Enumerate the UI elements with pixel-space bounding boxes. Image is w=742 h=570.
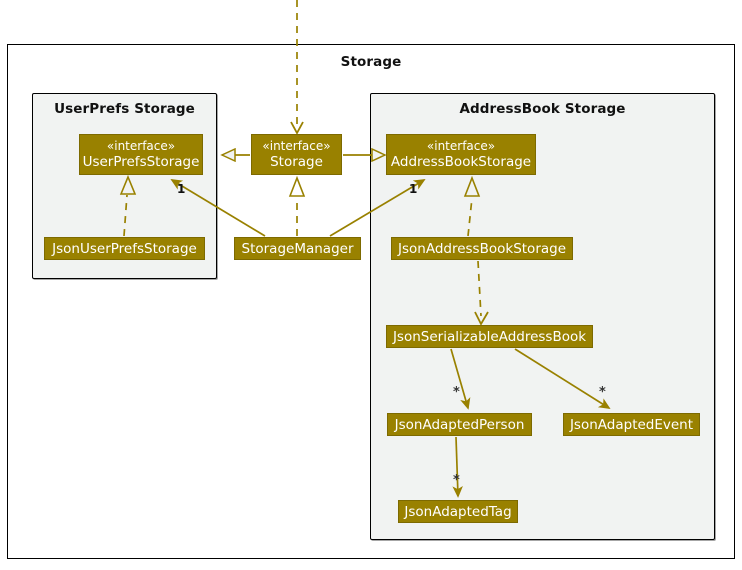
class-jsonaddressbookstorage[interactable]: JsonAddressBookStorage: [391, 237, 573, 260]
multiplicity-label-events: *: [599, 385, 606, 400]
class-userprefsstorage-name: UserPrefsStorage: [82, 154, 200, 170]
class-jsonuserprefsstorage-name: JsonUserPrefsStorage: [52, 240, 197, 257]
multiplicity-label-persons: *: [453, 385, 460, 400]
class-jsonadaptedevent[interactable]: JsonAdaptedEvent: [563, 413, 700, 436]
multiplicity-label-userprefs: 1: [177, 182, 186, 196]
multiplicity-label-addressbook: 1: [409, 182, 418, 196]
package-userprefs-storage-title: UserPrefs Storage: [54, 101, 195, 117]
class-userprefsstorage-stereotype: «interface»: [106, 139, 176, 153]
package-addressbook-storage-title: AddressBook Storage: [459, 101, 626, 117]
class-jsonuserprefsstorage[interactable]: JsonUserPrefsStorage: [44, 237, 205, 260]
package-storage-title: Storage: [340, 54, 402, 70]
class-jsonadaptedperson[interactable]: JsonAdaptedPerson: [387, 413, 532, 436]
class-addressbookstorage-stereotype: «interface»: [426, 139, 496, 153]
class-storagemanager-name: StorageManager: [241, 240, 354, 257]
class-storage-name: Storage: [270, 154, 323, 170]
class-jsonadaptedtag[interactable]: JsonAdaptedTag: [398, 500, 518, 523]
class-jsonadaptedtag-name: JsonAdaptedTag: [404, 503, 512, 520]
class-jsonadaptedperson-name: JsonAdaptedPerson: [394, 416, 525, 433]
class-storagemanager[interactable]: StorageManager: [234, 237, 361, 260]
class-jsonadaptedevent-name: JsonAdaptedEvent: [569, 416, 694, 433]
class-jsonaddressbookstorage-name: JsonAddressBookStorage: [398, 240, 567, 257]
class-jsonserializableaddressbook-name: JsonSerializableAddressBook: [392, 328, 587, 345]
class-jsonserializableaddressbook[interactable]: JsonSerializableAddressBook: [386, 325, 593, 348]
class-addressbookstorage-name: AddressBookStorage: [390, 154, 532, 170]
class-addressbookstorage[interactable]: «interface» AddressBookStorage: [386, 134, 536, 175]
class-userprefsstorage[interactable]: «interface» UserPrefsStorage: [79, 134, 203, 175]
class-storage-stereotype: «interface»: [262, 139, 331, 153]
class-storage[interactable]: «interface» Storage: [251, 134, 342, 175]
multiplicity-label-tags: *: [453, 473, 460, 488]
